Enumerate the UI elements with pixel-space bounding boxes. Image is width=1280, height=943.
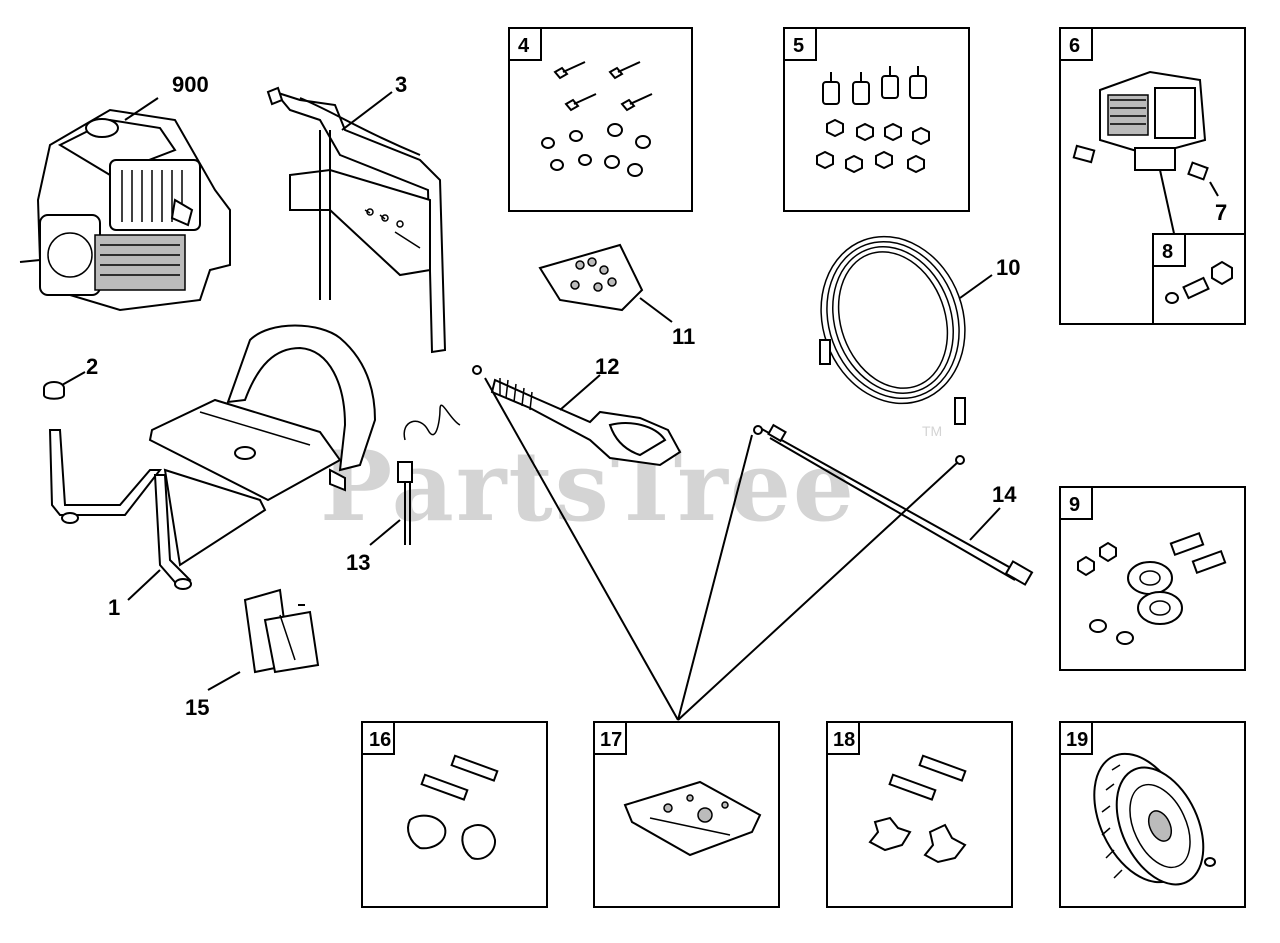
box-5-mounts xyxy=(822,66,927,105)
watermark: PartsTree xyxy=(320,430,856,543)
box-19[interactable]: 19 xyxy=(1059,721,1246,908)
label-900[interactable]: 900 xyxy=(172,72,209,97)
box-8-label: 8 xyxy=(1162,241,1173,263)
spray-gun-part-12[interactable] xyxy=(472,365,682,467)
frame-part-1[interactable] xyxy=(48,324,377,590)
leader-15 xyxy=(207,671,241,691)
leader-13 xyxy=(369,519,401,546)
leader-11 xyxy=(639,297,673,323)
box-9-hardware xyxy=(1077,531,1227,645)
leader-900 xyxy=(124,97,159,121)
bracket-part-15[interactable] xyxy=(243,588,320,674)
box-17-label: 17 xyxy=(600,729,622,751)
leader-1 xyxy=(127,569,161,601)
box-16[interactable]: 16 xyxy=(361,721,548,908)
box-17-plate xyxy=(623,780,762,857)
box-19-label: 19 xyxy=(1066,729,1088,751)
box-4[interactable]: 4 xyxy=(508,27,693,212)
box-8[interactable]: 8 xyxy=(1152,233,1246,325)
hose-part-10[interactable] xyxy=(798,216,988,465)
box-5-label: 5 xyxy=(793,35,804,57)
leader-2 xyxy=(61,371,86,386)
box-17[interactable]: 17 xyxy=(593,721,780,908)
label-11[interactable]: 11 xyxy=(672,324,695,349)
box-4-washers xyxy=(541,123,651,177)
leader-12 xyxy=(559,374,601,411)
box-5[interactable]: 5 xyxy=(783,27,970,212)
box-5-nuts xyxy=(816,118,930,174)
label-1[interactable]: 1 xyxy=(108,595,120,620)
leader-3 xyxy=(341,91,393,131)
label-14[interactable]: 14 xyxy=(992,482,1017,507)
leader-7 xyxy=(1209,181,1219,197)
leader-14 xyxy=(969,507,1001,541)
cable-part-13[interactable] xyxy=(397,404,461,545)
label-13[interactable]: 13 xyxy=(346,550,370,575)
box-4-label: 4 xyxy=(518,35,530,57)
box-18-hardware xyxy=(868,754,967,864)
box-6-label: 6 xyxy=(1069,35,1080,57)
label-15[interactable]: 15 xyxy=(185,695,209,720)
leader-10 xyxy=(959,274,993,299)
box-16-label: 16 xyxy=(369,729,391,751)
leader-8 xyxy=(1159,169,1176,239)
lance-part-14[interactable] xyxy=(753,423,1034,586)
box-18-label: 18 xyxy=(833,729,855,751)
box-8-fittings xyxy=(1165,260,1233,304)
label-10[interactable]: 10 xyxy=(996,255,1020,280)
pump-illustration xyxy=(1072,70,1209,181)
box-18[interactable]: 18 xyxy=(826,721,1013,908)
handle-part-3[interactable] xyxy=(266,86,447,354)
box-9[interactable]: 9 xyxy=(1059,486,1246,671)
label-7[interactable]: 7 xyxy=(1215,200,1227,225)
watermark-trademark: TM xyxy=(922,423,942,439)
label-2[interactable]: 2 xyxy=(86,354,98,379)
connector-lines-17 xyxy=(484,377,959,721)
cap-part-2[interactable] xyxy=(43,381,65,400)
engine-part-900[interactable] xyxy=(19,108,231,312)
wheel-illustration xyxy=(1093,752,1216,886)
hardware-bag-part-11[interactable] xyxy=(538,243,644,312)
box-9-label: 9 xyxy=(1069,494,1080,516)
label-12[interactable]: 12 xyxy=(595,354,619,379)
label-3[interactable]: 3 xyxy=(395,72,407,97)
box-16-hardware xyxy=(407,754,499,860)
box-4-bolts xyxy=(553,61,653,112)
